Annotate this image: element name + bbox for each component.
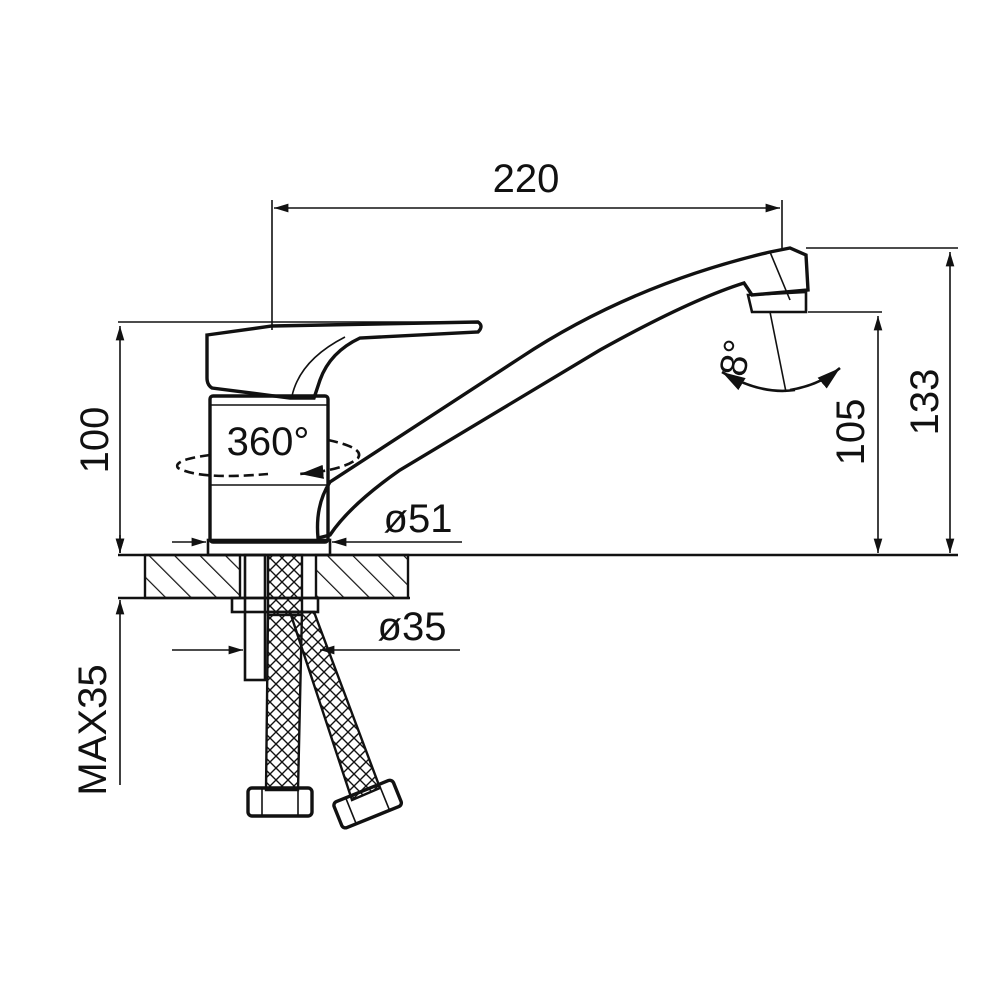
- shank-diameter-value: ø35: [378, 605, 447, 649]
- body-diameter-value: ø51: [384, 497, 453, 541]
- swivel-angle-label: 360°: [227, 420, 310, 464]
- dimension-body-height: 100: [73, 321, 480, 553]
- max-thickness-value: MAX35: [71, 664, 115, 795]
- dimension-body-diameter: ø51: [172, 497, 462, 547]
- dimension-outlet-height: 105: [808, 311, 883, 553]
- dimension-shank-diameter: ø35: [172, 605, 460, 655]
- aerator-angle-label: 8°: [712, 336, 760, 379]
- outlet-height-value: 105: [829, 399, 873, 466]
- total-height-value: 133: [903, 369, 947, 436]
- hoses-and-shank: [230, 553, 404, 830]
- swivel-indicator: 360°: [175, 420, 361, 479]
- spout: [315, 246, 810, 541]
- handle-lever: [205, 320, 483, 400]
- body-height-value: 100: [73, 407, 117, 474]
- countertop-section: [118, 553, 958, 600]
- aerator-angle-indicator: 8°: [712, 311, 841, 393]
- dimension-max-thickness: MAX35: [71, 535, 125, 796]
- spout-reach-value: 220: [493, 157, 560, 201]
- dimension-spout-reach: 220: [271, 157, 783, 330]
- dimension-total-height: 133: [806, 247, 958, 553]
